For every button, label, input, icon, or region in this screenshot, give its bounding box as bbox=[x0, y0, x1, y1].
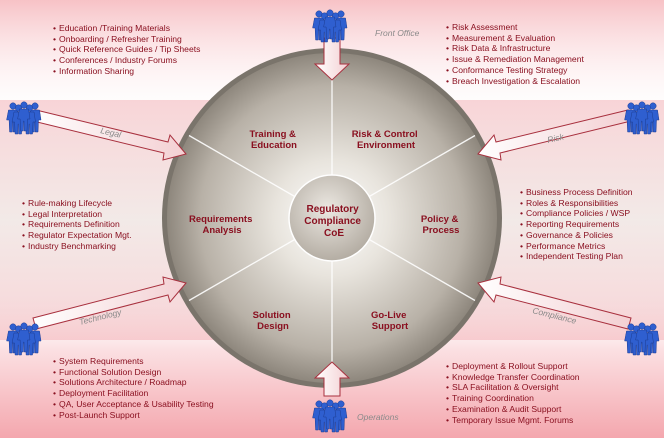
list-item: Legal Interpretation bbox=[22, 209, 132, 220]
list-item: Training Coordination bbox=[446, 393, 580, 404]
list-item: Examination & Audit Support bbox=[446, 404, 580, 415]
list-item: Reporting Requirements bbox=[520, 219, 633, 230]
list-item: Post-Launch Support bbox=[53, 410, 214, 421]
requirements-list: Rule-making Lifecycle Legal Interpretati… bbox=[22, 198, 132, 252]
list-item: Industry Benchmarking bbox=[22, 241, 132, 252]
list-item: Regulator Expectation Mgt. bbox=[22, 230, 132, 241]
list-item: Conformance Testing Strategy bbox=[446, 65, 584, 76]
list-item: System Requirements bbox=[53, 356, 214, 367]
list-item: Measurement & Evaluation bbox=[446, 33, 584, 44]
training-list: Education /Training Materials Onboarding… bbox=[53, 23, 200, 77]
list-item: Information Sharing bbox=[53, 66, 200, 77]
list-item: Onboarding / Refresher Training bbox=[53, 34, 200, 45]
list-item: Quick Reference Guides / Tip Sheets bbox=[53, 44, 200, 55]
golive-list: Deployment & Rollout Support Knowledge T… bbox=[446, 361, 580, 425]
list-item: Solutions Architecture / Roadmap bbox=[53, 377, 214, 388]
list-item: Roles & Responsibilities bbox=[520, 198, 633, 209]
risk-arrow bbox=[477, 109, 632, 161]
list-item: Education /Training Materials bbox=[53, 23, 200, 34]
list-item: Conferences / Industry Forums bbox=[53, 55, 200, 66]
list-item: Risk Assessment bbox=[446, 22, 584, 33]
compliance-arrow bbox=[477, 276, 632, 330]
center-title: Regulatory Compliance CoE bbox=[304, 204, 363, 239]
list-item: SLA Facilitation & Oversight bbox=[446, 382, 580, 393]
operations-label: Operations bbox=[357, 412, 399, 422]
segment-solution-label: Solution Design bbox=[253, 310, 294, 332]
segment-policy-label: Policy & Process bbox=[421, 214, 461, 236]
segment-risk-control-label: Risk & Control Environment bbox=[352, 129, 421, 151]
list-item: Independent Testing Plan bbox=[520, 251, 633, 262]
front-office-arrow bbox=[313, 37, 351, 81]
segment-training-label: Training & Education bbox=[249, 129, 298, 151]
list-item: Business Process Definition bbox=[520, 187, 633, 198]
list-item: QA, User Acceptance & Usability Testing bbox=[53, 399, 214, 410]
operations-arrow bbox=[313, 361, 351, 397]
legal-label: Legal bbox=[100, 125, 124, 140]
stakeholder-arrows bbox=[32, 37, 632, 397]
list-item: Deployment & Rollout Support bbox=[446, 361, 580, 372]
list-item: Rule-making Lifecycle bbox=[22, 198, 132, 209]
legal-arrow bbox=[32, 109, 187, 161]
list-item: Compliance Policies / WSP bbox=[520, 208, 633, 219]
list-item: Risk Data & Infrastructure bbox=[446, 43, 584, 54]
policy-list: Business Process Definition Roles & Resp… bbox=[520, 187, 633, 262]
solution-list: System Requirements Functional Solution … bbox=[53, 356, 214, 420]
list-item: Requirements Definition bbox=[22, 219, 132, 230]
risk-label: Risk bbox=[546, 131, 565, 145]
risk-control-list: Risk Assessment Measurement & Evaluation… bbox=[446, 22, 584, 86]
center-hub bbox=[288, 174, 376, 262]
list-item: Issue & Remediation Management bbox=[446, 54, 584, 65]
segment-requirements-label: Requirements Analysis bbox=[189, 214, 255, 236]
list-item: Breach Investigation & Escalation bbox=[446, 76, 584, 87]
list-item: Knowledge Transfer Coordination bbox=[446, 372, 580, 383]
segment-golive-label: Go-Live Support bbox=[371, 310, 409, 332]
list-item: Functional Solution Design bbox=[53, 367, 214, 378]
list-item: Governance & Policies bbox=[520, 230, 633, 241]
technology-arrow bbox=[32, 276, 187, 330]
list-item: Temporary Issue Mgmt. Forums bbox=[446, 415, 580, 426]
list-item: Performance Metrics bbox=[520, 241, 633, 252]
front-office-label: Front Office bbox=[375, 28, 420, 38]
list-item: Deployment Facilitation bbox=[53, 388, 214, 399]
